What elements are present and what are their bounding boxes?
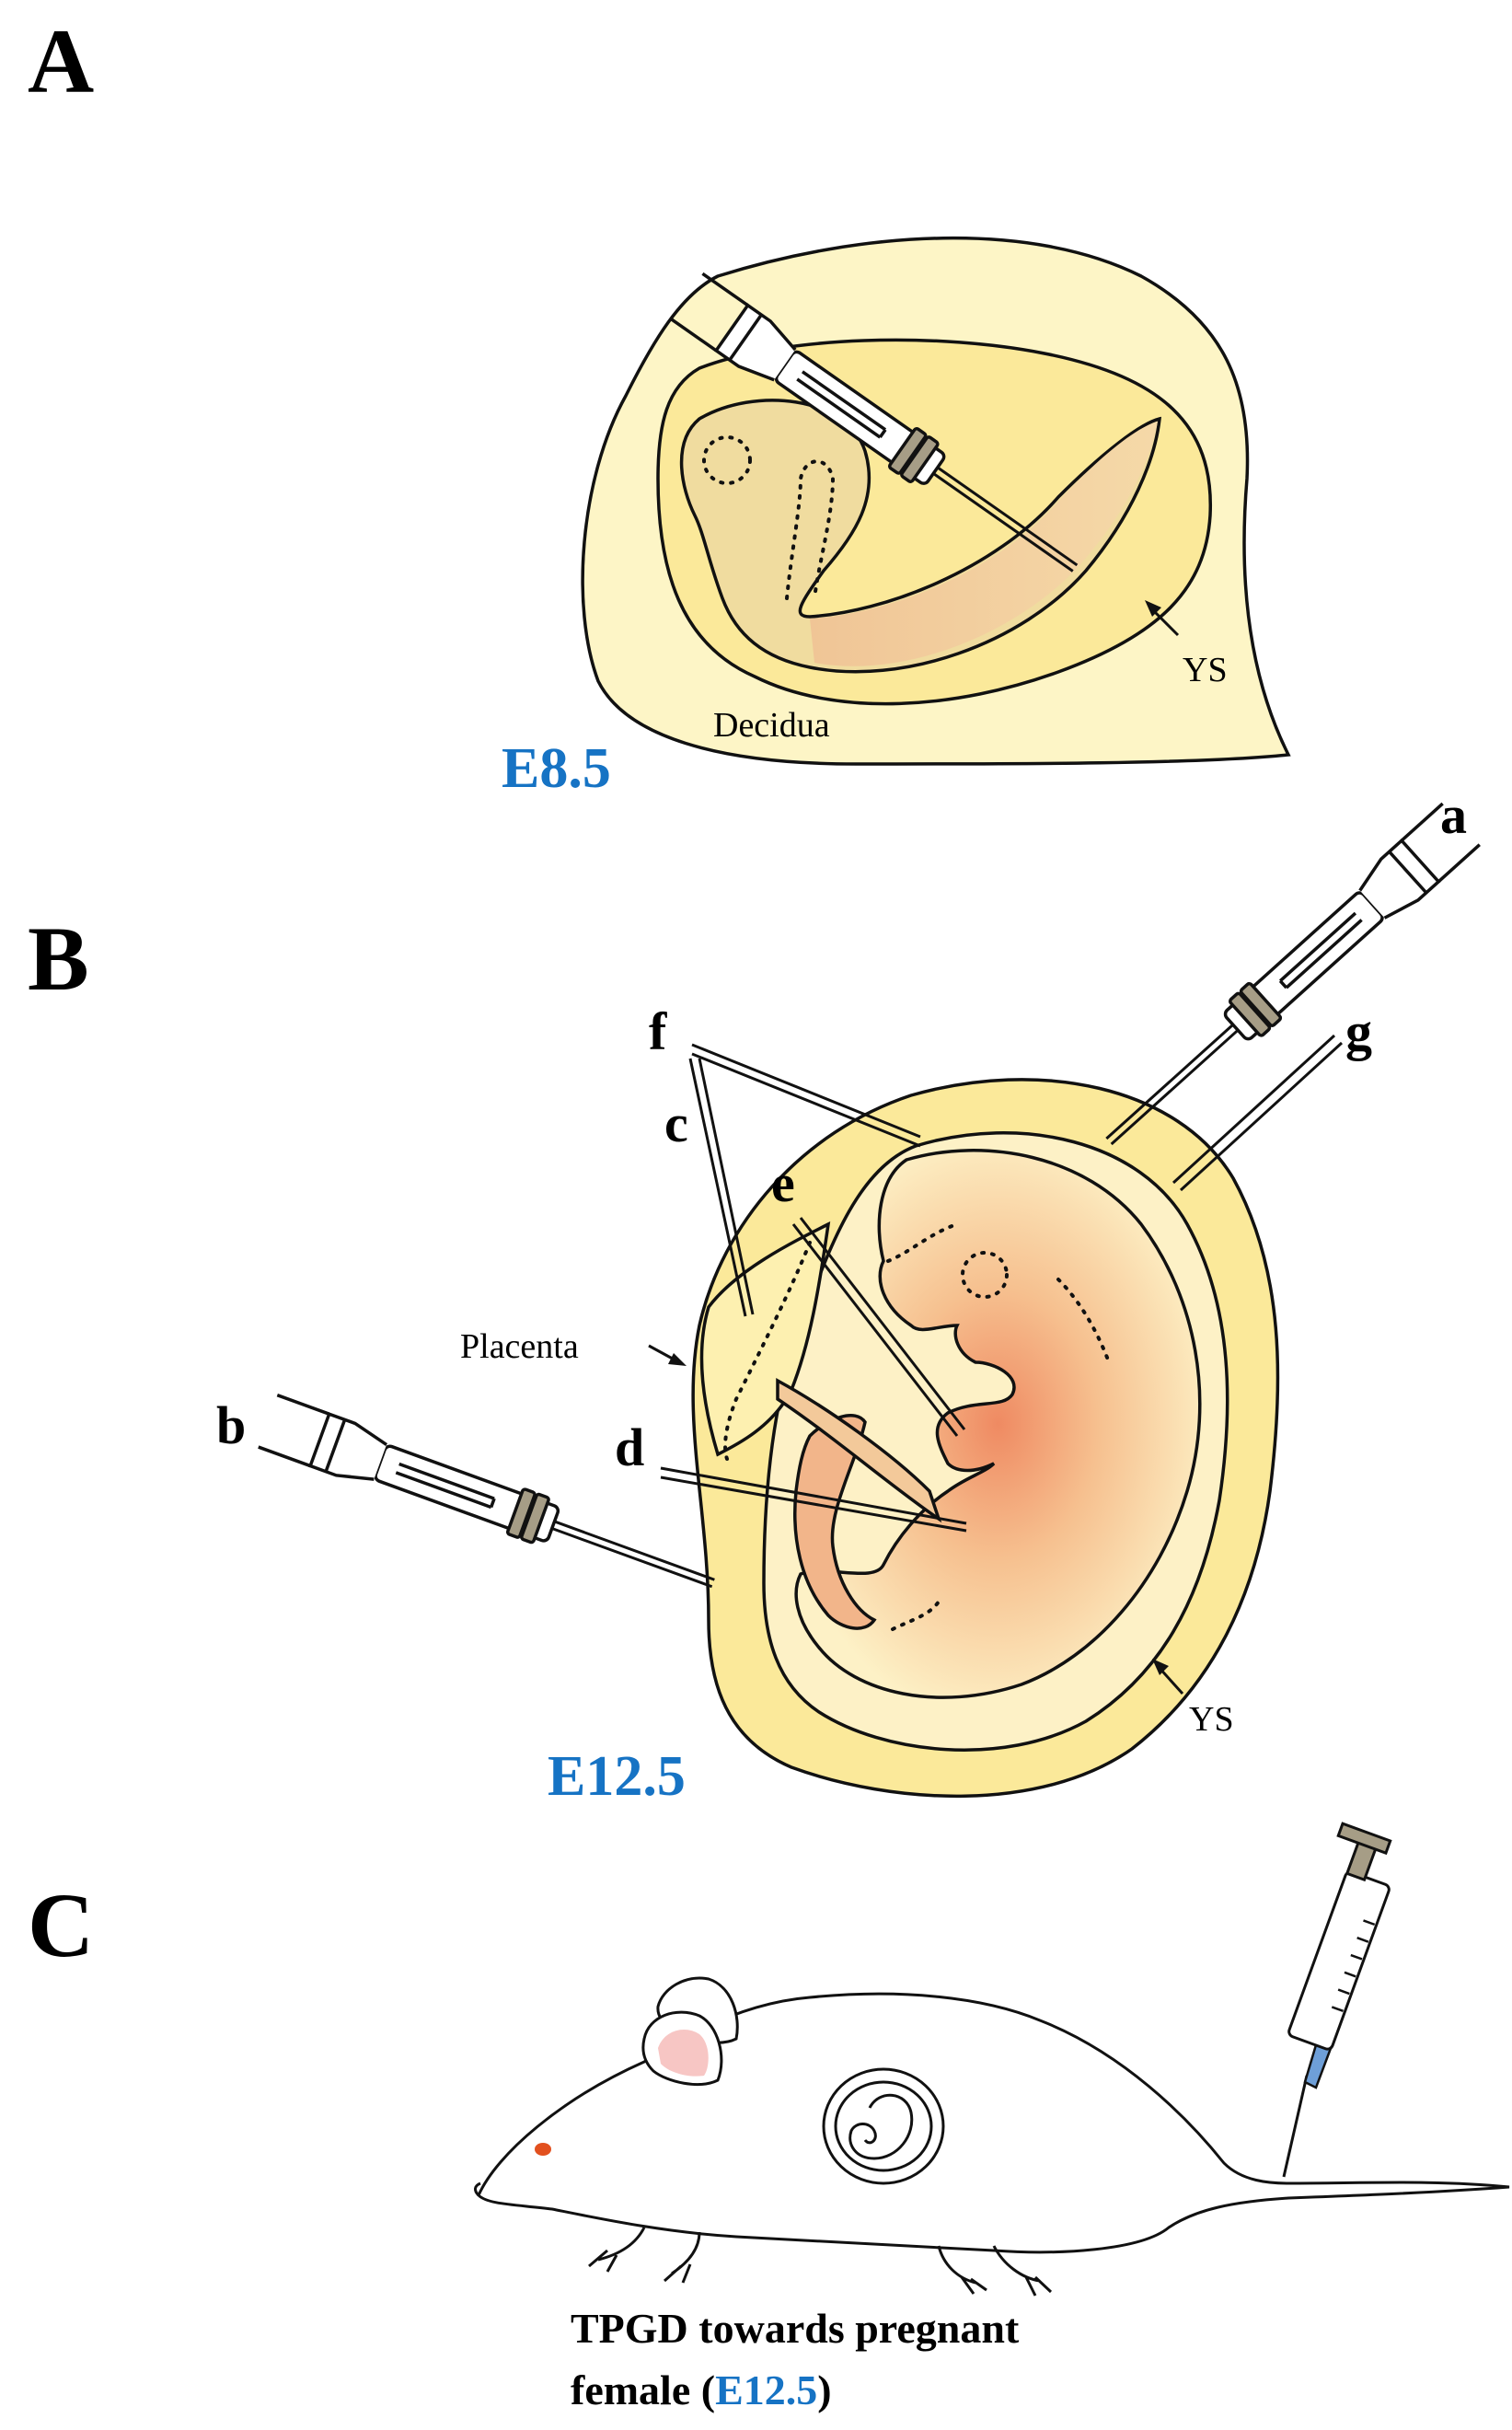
- needle-g: [1172, 1034, 1344, 1192]
- panel-c-letter: C: [28, 1874, 94, 1976]
- fetus-icon-embryo: [848, 2093, 914, 2160]
- site-label-d: d: [615, 1418, 644, 1477]
- embryo-b-head-dots: [886, 1222, 959, 1263]
- mouse-nose: [474, 2181, 481, 2197]
- panel-a: A YS Decidua E8.5: [28, 10, 1291, 800]
- placenta-arrow: [648, 1344, 687, 1366]
- tail-syringe: [1282, 1822, 1392, 2178]
- embryo-a-eye-dots: [702, 435, 752, 485]
- panel-b: B: [28, 785, 1482, 1808]
- site-label-g: g: [1345, 1001, 1372, 1061]
- needle-lines-b: [660, 1043, 967, 1533]
- site-label-e: e: [771, 1153, 795, 1213]
- embryo-b: [794, 1149, 1202, 1699]
- placenta-label: Placenta: [460, 1327, 579, 1366]
- caption-stage: E12.5: [715, 2366, 817, 2413]
- embryo-a-tail: [810, 422, 1158, 666]
- panel-a-letter: A: [28, 10, 94, 112]
- caption-line-2-pre: female (: [571, 2366, 715, 2413]
- embryo-a: [679, 399, 1162, 674]
- embryo-b-limb: [793, 1414, 877, 1630]
- site-label-b: b: [216, 1395, 246, 1455]
- ys-arrow-a: [1145, 600, 1180, 637]
- caption-line-2: female (E12.5): [571, 2366, 832, 2413]
- stage-label-b: E12.5: [548, 1745, 686, 1808]
- site-label-c: c: [664, 1094, 688, 1153]
- caption-line-1: TPGD towards pregnant: [571, 2305, 1020, 2352]
- embryo-a-neural-dots: [785, 459, 836, 600]
- mouse-ear-inner: [658, 2030, 709, 2077]
- decidua-label: Decidua: [713, 706, 830, 745]
- caption-line-2-post: ): [817, 2366, 831, 2413]
- mouse-body: [477, 1992, 1510, 2254]
- site-label-f: f: [649, 1001, 667, 1061]
- ys-arrow-b: [1152, 1659, 1184, 1695]
- placenta: [699, 1221, 831, 1457]
- embryo-b-eye-dots: [961, 1251, 1009, 1299]
- stage-label-a: E8.5: [502, 737, 611, 800]
- site-label-a: a: [1440, 785, 1467, 845]
- placenta-dots: [723, 1241, 812, 1461]
- ys-label-b: YS: [1189, 1700, 1234, 1739]
- syringe-b-b: [257, 1393, 725, 1611]
- panel-c: C: [28, 1822, 1510, 2413]
- ys-label-a: YS: [1183, 651, 1228, 689]
- mouse-eye: [535, 2143, 551, 2156]
- embryo-b-spine-dots: [1056, 1278, 1111, 1364]
- panel-b-letter: B: [28, 908, 89, 1010]
- mouse-legs: [588, 2227, 1053, 2297]
- embryo-b-somite-dots: [891, 1600, 941, 1631]
